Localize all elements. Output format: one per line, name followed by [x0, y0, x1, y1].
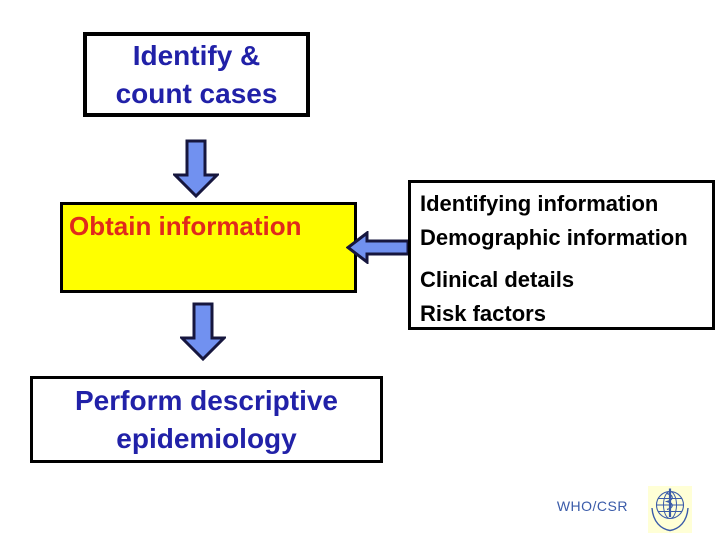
left-arrow-icon	[346, 231, 410, 264]
identify-count-cases-line2: count cases	[115, 77, 278, 109]
info-line-demographic: Demographic information	[420, 225, 688, 250]
who-emblem-icon	[648, 486, 692, 533]
down-arrow-icon	[173, 139, 219, 199]
who-csr-credit: WHO/CSR	[556, 498, 628, 514]
identify-count-cases-line1: Identify &	[132, 39, 261, 71]
perform-line1: Perform descriptive	[75, 384, 338, 416]
perform-line2: epidemiology	[116, 422, 297, 454]
info-line-identifying: Identifying information	[420, 191, 659, 216]
information-details-box: Identifying information Demographic info…	[408, 180, 715, 330]
perform-descriptive-epidemiology-box: Perform descriptive epidemiology	[30, 376, 383, 463]
identify-count-cases-box: Identify & count cases	[83, 32, 310, 117]
info-line-risk: Risk factors	[420, 301, 546, 326]
obtain-information-box: Obtain information	[60, 202, 357, 293]
obtain-information-label: Obtain information	[69, 211, 302, 241]
down-arrow-icon	[180, 302, 226, 362]
info-line-clinical: Clinical details	[420, 267, 575, 292]
